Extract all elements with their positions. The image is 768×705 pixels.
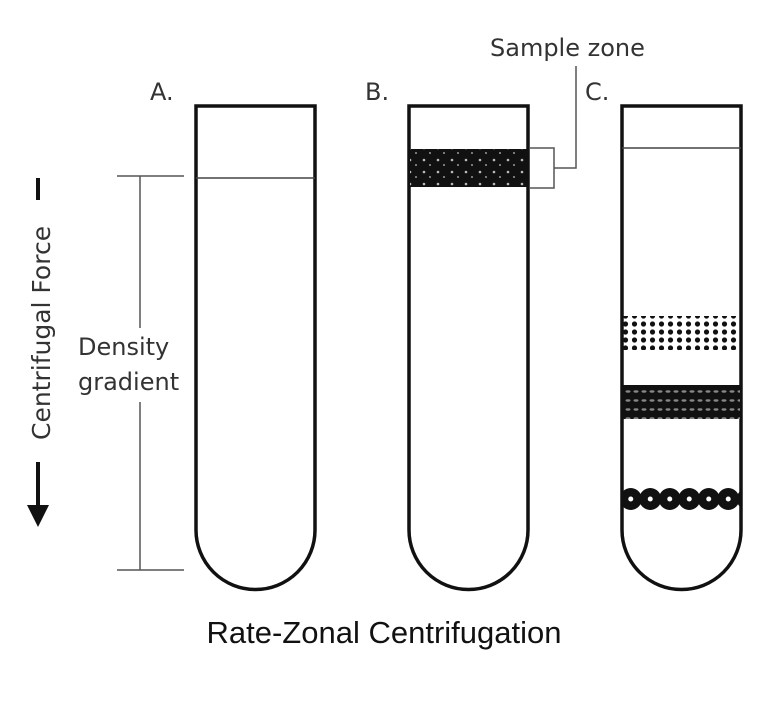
down-arrow-icon [27,505,49,527]
slow-particle-band [623,316,740,350]
tube-b [407,104,530,592]
fast-particle-band [623,480,740,518]
sample-zone-band [410,149,527,187]
sample-zone-label: Sample zone [490,34,645,62]
tube-a-label: A. [150,78,174,106]
tube-c [620,104,743,592]
sample-zone-bracket [530,66,577,189]
force-label: Centrifugal Force [27,226,56,440]
gradient-label: gradient [78,368,179,396]
diagram-caption: Rate-Zonal Centrifugation [206,615,562,650]
tube-c-label: C. [585,78,609,106]
centrifugal-force-indicator: Centrifugal Force [27,178,56,527]
tube-b-label: B. [365,78,389,106]
medium-particle-band [623,385,740,419]
tube-a [194,104,317,592]
density-label: Density [78,333,169,361]
density-gradient-bracket [117,175,184,571]
